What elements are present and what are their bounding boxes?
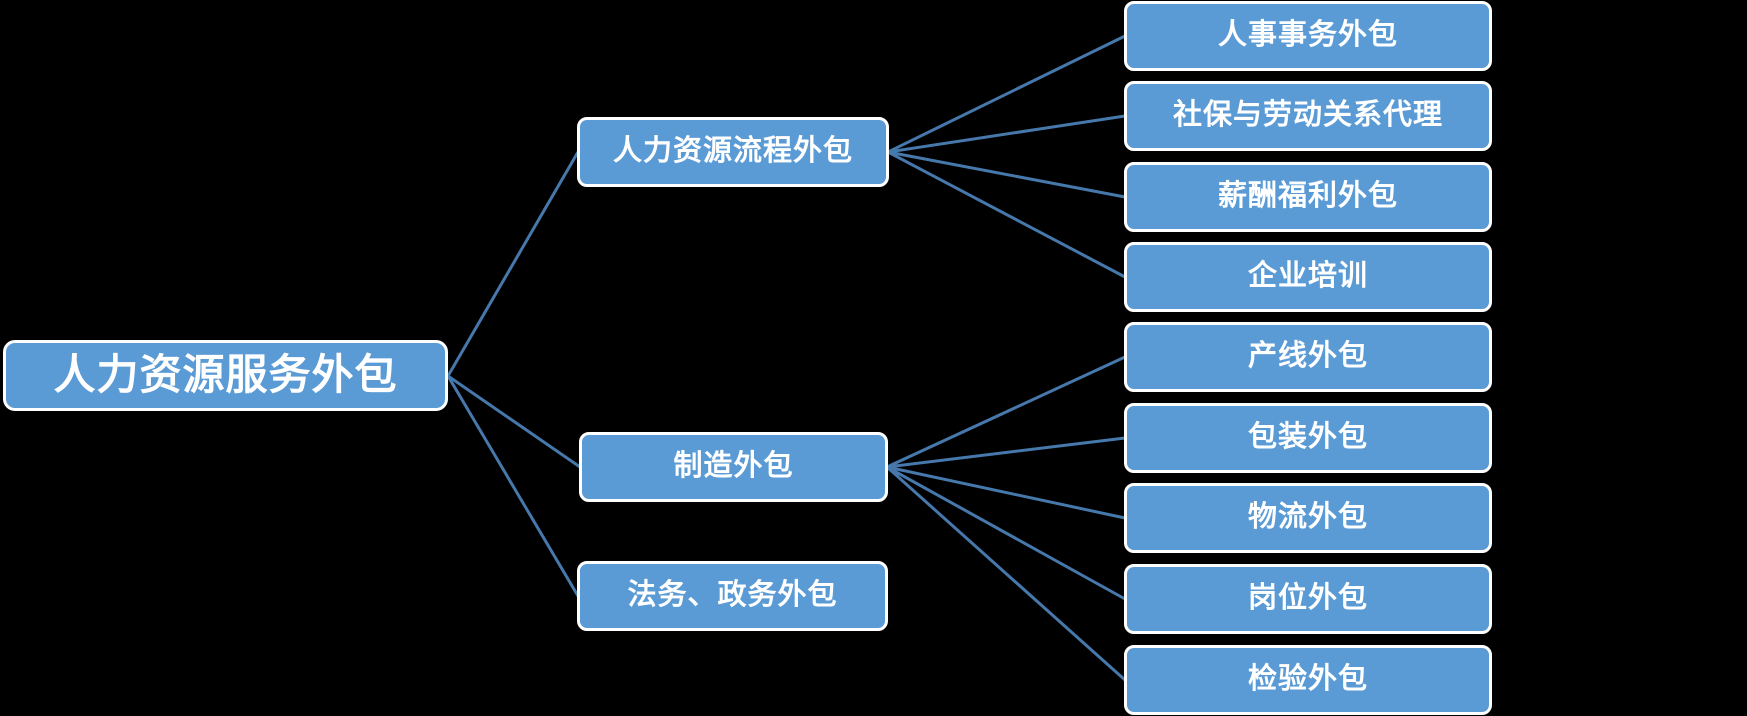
leaf-node-position: 岗位外包 [1124,564,1492,634]
root-node: 人力资源服务外包 [3,340,448,411]
leaf-node-personnel-affairs: 人事事务外包 [1124,1,1492,71]
leaf-node-inspection: 检验外包 [1124,645,1492,715]
branch-node-manufacturing: 制造外包 [579,432,888,502]
leaf-node-label: 包装外包 [1247,421,1368,454]
connector-line [886,150,1127,199]
leaf-node-corporate-training: 企业培训 [1124,242,1492,312]
connector-line [886,150,1127,279]
leaf-node-label: 企业培训 [1247,260,1368,293]
leaf-node-label: 检验外包 [1247,663,1368,696]
leaf-node-label: 薪酬福利外包 [1217,180,1398,213]
connector-line [885,355,1127,469]
branch-node-legal-government: 法务、政务外包 [577,561,888,631]
leaf-node-payroll-benefits: 薪酬福利外包 [1124,162,1492,232]
branch-node-label: 人力资源流程外包 [612,135,853,168]
manufacturing-connectors [885,355,1127,682]
leaf-node-label: 岗位外包 [1247,582,1368,615]
branch-node-label: 制造外包 [673,450,794,483]
branch-node-hr-process: 人力资源流程外包 [577,117,889,187]
connector-line [885,436,1127,469]
branch-node-label: 法务、政务外包 [627,579,838,612]
connector-line [886,34,1127,154]
connector-line [885,465,1127,601]
connector-line [446,374,580,598]
connector-line [446,374,582,469]
connector-line [885,465,1127,682]
root-connectors [446,150,582,598]
connector-line [885,465,1127,520]
leaf-node-label: 人事事务外包 [1217,19,1398,52]
leaf-node-label: 社保与劳动关系代理 [1172,99,1443,132]
leaf-node-logistics: 物流外包 [1124,483,1492,553]
leaf-node-social-security-agency: 社保与劳动关系代理 [1124,81,1492,151]
leaf-node-production-line: 产线外包 [1124,322,1492,392]
hr-process-connectors [886,34,1127,279]
leaf-node-label: 产线外包 [1247,340,1368,373]
connector-line [446,150,580,378]
root-node-label: 人力资源服务外包 [53,351,398,399]
leaf-node-packaging: 包装外包 [1124,403,1492,473]
leaf-node-label: 物流外包 [1247,501,1368,534]
connector-line [886,114,1127,154]
